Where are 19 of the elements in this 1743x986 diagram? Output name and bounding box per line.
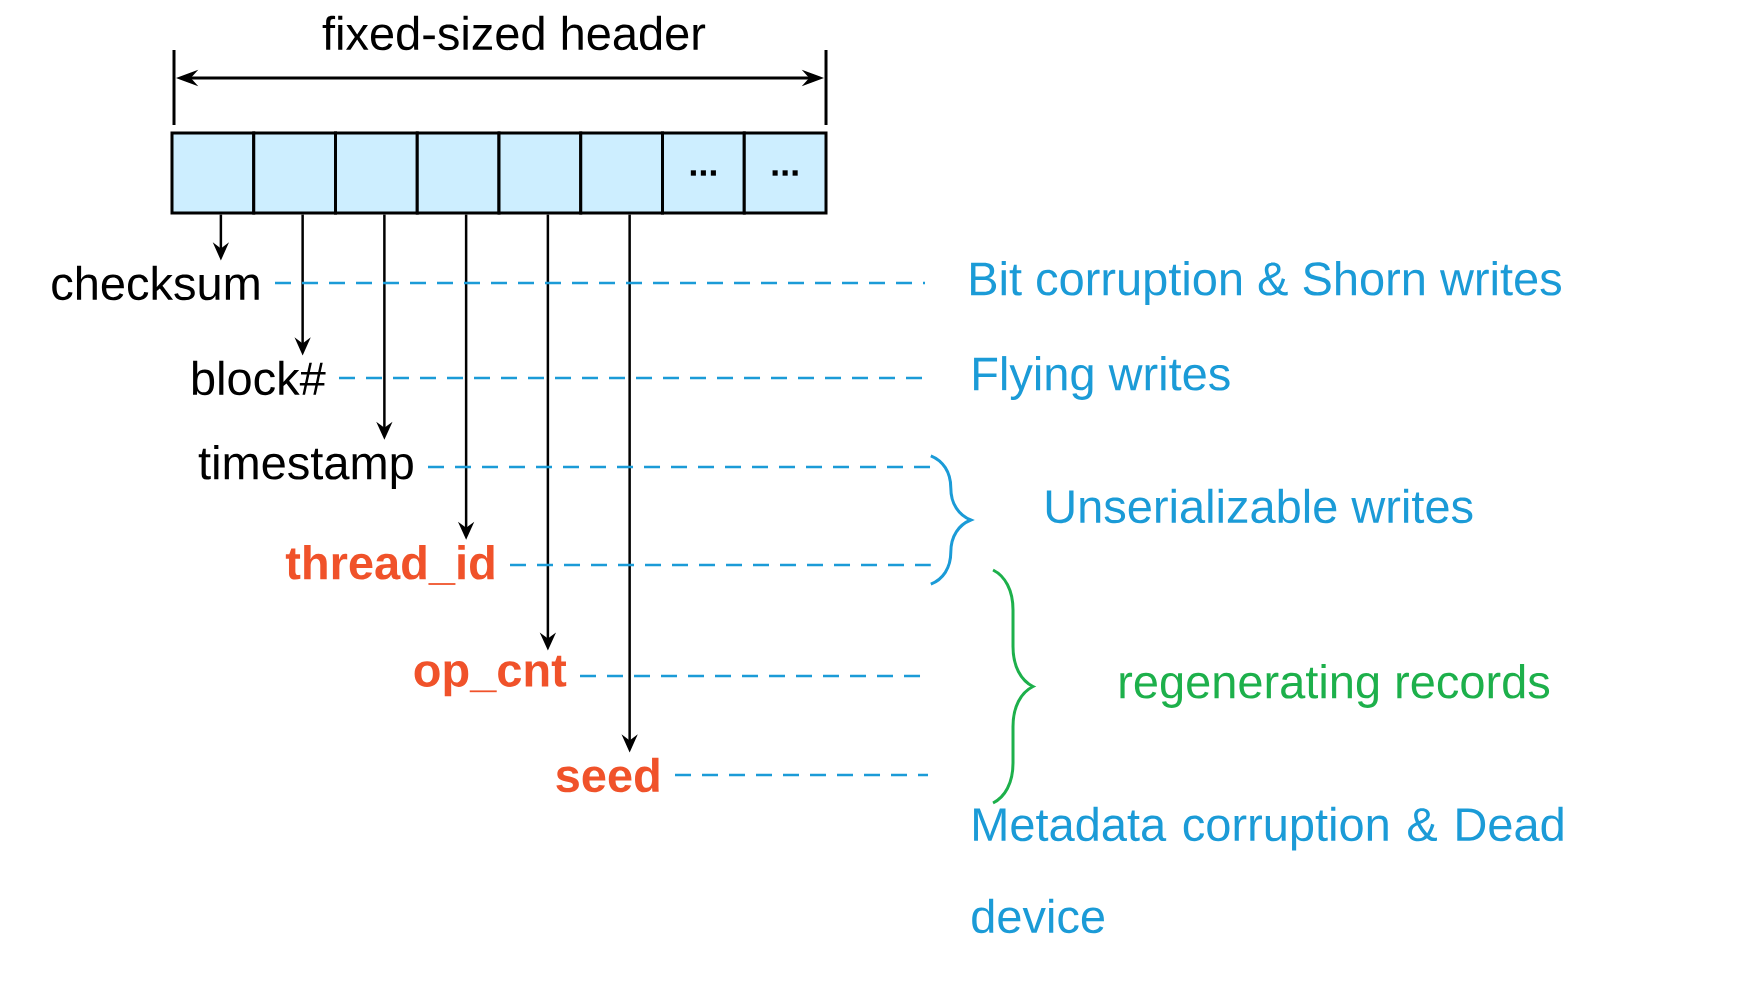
error-label: Flying writes — [974, 356, 1230, 400]
header-cell — [415, 131, 501, 215]
header-cell — [579, 131, 664, 215]
field-label: block# — [192, 360, 326, 396]
field-label: checksum — [52, 265, 259, 301]
brace — [930, 454, 973, 586]
error-label: Metadata corruption & Dead device — [972, 806, 1563, 934]
header-cell — [252, 131, 337, 215]
header-cell: ... — [742, 131, 828, 215]
field-label: thread_id — [285, 545, 494, 585]
header-cell — [334, 131, 419, 215]
error-label: regenerating records — [1120, 664, 1550, 708]
error-label: Bit corruption & Shorn writes — [971, 261, 1561, 305]
field-label: seed — [556, 757, 659, 793]
header-title: fixed-sized header — [322, 15, 706, 51]
error-label: Unserializable writes — [1046, 488, 1473, 524]
field-label: timestamp — [198, 445, 413, 489]
field-label: op_cnt — [414, 655, 567, 697]
header-cell: ... — [661, 131, 746, 215]
